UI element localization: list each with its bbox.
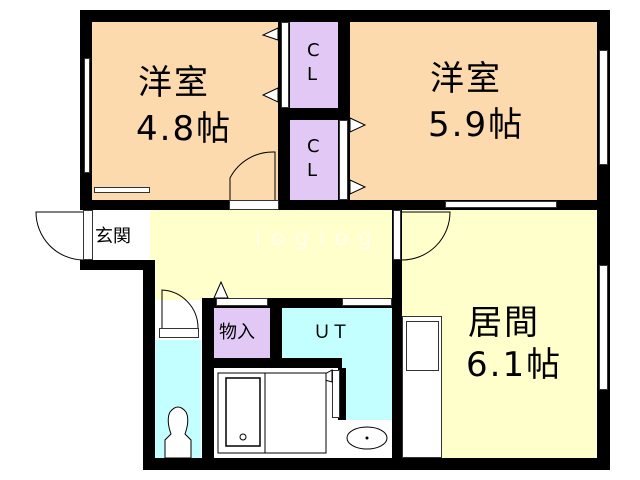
- watermark: iogiog: [255, 226, 383, 251]
- door-opening-storage: [216, 298, 268, 306]
- living-size: 6.1帖: [466, 345, 563, 385]
- room2-size: 5.9帖: [428, 105, 525, 145]
- storage-door-arrow: [213, 280, 229, 299]
- wall-entrance-bottom: [80, 260, 152, 270]
- window-right-living: [599, 265, 608, 390]
- wall-closet-divider: [278, 108, 350, 120]
- closet-door-arrow: [349, 117, 367, 133]
- living-name: 居間: [468, 303, 540, 343]
- washbasin-drain: [365, 436, 369, 440]
- wall-bottom: [143, 458, 610, 470]
- door-opening-room1: [229, 200, 279, 210]
- door-opening-toilet: [159, 328, 199, 338]
- closet1-label-c: C: [307, 40, 320, 61]
- entrance-label: 玄関: [95, 226, 131, 247]
- storage-label: 物入: [219, 322, 255, 343]
- closet-door-arrow: [261, 87, 279, 103]
- window-niche: [94, 187, 150, 193]
- wall-storage-right: [270, 298, 282, 368]
- window-room2-bottom: [445, 201, 557, 208]
- closet1-label-l: L: [307, 64, 318, 85]
- door-swing-toilet: [161, 289, 199, 329]
- room1-size: 4.8帖: [136, 109, 233, 149]
- storage: [214, 308, 270, 358]
- wall-bath-top: [202, 358, 342, 368]
- bathtub-drain: [239, 433, 247, 441]
- closet-door-arrow: [261, 27, 279, 41]
- door-opening-ut: [342, 298, 392, 306]
- door-opening-entrance: [83, 210, 93, 260]
- closet2-door: [339, 120, 348, 200]
- wall-toilet-top: [143, 330, 153, 340]
- western-room-1: [92, 22, 278, 200]
- closet-door-arrow: [349, 179, 367, 195]
- room1-name: 洋室: [138, 63, 210, 103]
- wall-left-lower: [143, 260, 155, 470]
- kitchen-sink: [406, 321, 439, 371]
- door-opening-living: [393, 210, 401, 260]
- door-swing-entrance: [35, 211, 84, 261]
- toilet-fixture: [164, 406, 192, 459]
- wall-living-left: [392, 210, 402, 470]
- closet1-door: [281, 22, 289, 108]
- closet-1: [290, 22, 338, 108]
- utility-label: ＵＴ: [313, 322, 349, 343]
- window-right-room2: [599, 50, 608, 165]
- closet-2: [290, 120, 338, 200]
- wall-bath-right: [338, 368, 346, 420]
- window-left-room1: [84, 58, 90, 173]
- closet2-label-c: C: [307, 136, 320, 157]
- entrance: [92, 210, 150, 260]
- door-swing-room1: [229, 151, 276, 200]
- closet2-label-l: L: [307, 160, 318, 181]
- bath-door: [332, 370, 340, 418]
- hallway: [150, 210, 396, 300]
- door-swing-living: [401, 211, 451, 261]
- room2-name: 洋室: [430, 59, 502, 99]
- wall-toilet-right: [202, 298, 214, 468]
- western-room-2: [350, 22, 597, 200]
- wall-wet-top: [202, 298, 392, 308]
